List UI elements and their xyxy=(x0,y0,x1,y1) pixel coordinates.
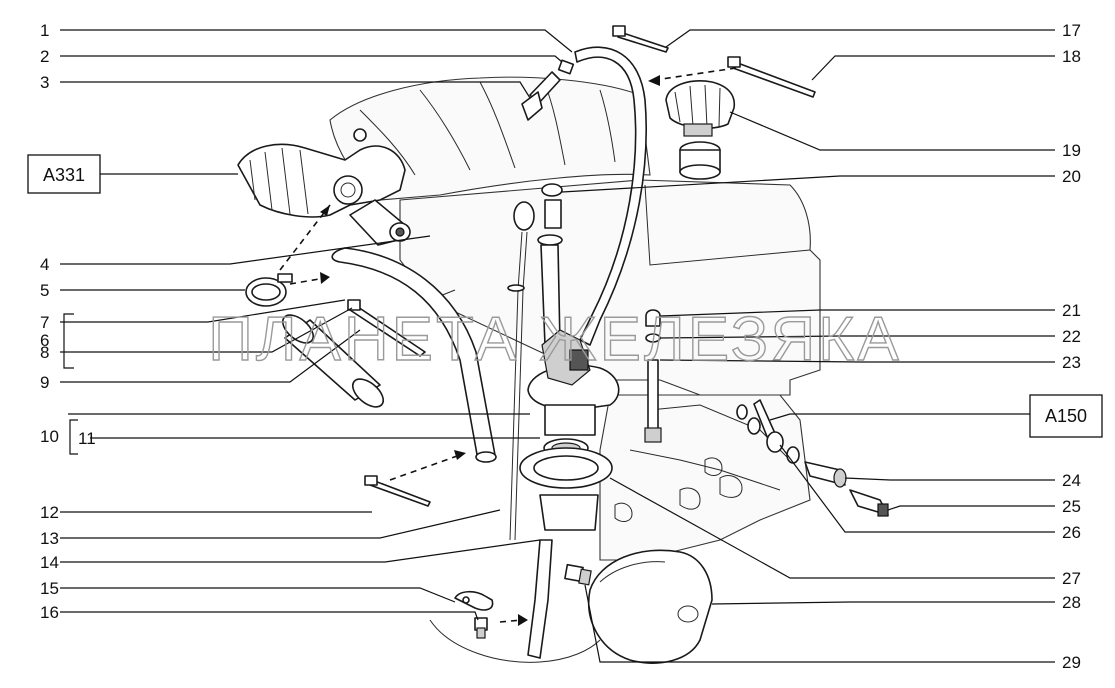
callout-11: 11 xyxy=(78,429,96,448)
cable-tie-top xyxy=(612,25,669,53)
vent-fitting xyxy=(521,71,561,121)
oil-pressure-sensor xyxy=(849,489,889,517)
dipstick xyxy=(507,201,535,541)
callout-29: 29 xyxy=(1062,653,1081,672)
callout-7: 7 xyxy=(40,313,49,332)
leader-lines xyxy=(60,29,1055,663)
hose-clamp xyxy=(245,273,293,307)
straight-hose xyxy=(281,314,385,408)
callout-28: 28 xyxy=(1062,593,1081,612)
callout-10: 10 xyxy=(40,427,59,446)
reference-box-a331: A331 xyxy=(27,154,101,194)
watermark-text: ПЛАНЕТА ЖЕЛЕЗЯКА xyxy=(208,305,901,374)
filler-neck xyxy=(679,141,721,180)
washer-b xyxy=(766,431,784,453)
callout-19: 19 xyxy=(1062,141,1081,160)
callout-2: 2 xyxy=(40,47,49,66)
callout-6: 6 xyxy=(40,331,49,350)
callout-27: 27 xyxy=(1062,569,1081,588)
filter-nipple xyxy=(564,563,592,586)
callout-1: 1 xyxy=(40,21,49,40)
callout-16: 16 xyxy=(40,603,59,622)
callout-13: 13 xyxy=(40,529,59,548)
callout-15: 15 xyxy=(40,579,59,598)
oil-filler-cap xyxy=(665,80,736,137)
breather-hose xyxy=(331,247,497,463)
reference-box-a150: A150 xyxy=(1029,394,1103,438)
callout-numbers-right: 17 18 19 20 21 22 23 24 25 26 27 28 29 xyxy=(1062,21,1081,672)
callout-3: 3 xyxy=(40,73,49,92)
callout-20: 20 xyxy=(1062,167,1081,186)
stud-cap xyxy=(645,309,661,327)
reference-label-a331: A331 xyxy=(43,165,85,185)
callout-14: 14 xyxy=(40,553,59,572)
filler-flange xyxy=(519,447,613,531)
air-intake-hose xyxy=(237,128,406,218)
callout-26: 26 xyxy=(1062,523,1081,542)
callout-22: 22 xyxy=(1062,327,1081,346)
oil-separator xyxy=(527,329,620,436)
mounting-bracket xyxy=(454,590,494,611)
oil-filter xyxy=(588,549,713,664)
washer-c xyxy=(786,446,800,464)
sensor-adapter xyxy=(804,461,847,488)
drain-hose xyxy=(527,539,553,659)
vent-tube xyxy=(574,46,647,346)
callout-17: 17 xyxy=(1062,21,1081,40)
vent-nipple xyxy=(349,199,411,246)
callout-9: 9 xyxy=(40,373,49,392)
assembly-arrows xyxy=(279,67,737,626)
callout-24: 24 xyxy=(1062,471,1081,490)
long-stud xyxy=(644,359,662,443)
callout-21: 21 xyxy=(1062,301,1081,320)
callout-8: 8 xyxy=(40,343,49,362)
callout-numbers-left: 1 2 3 4 5 6 7 8 9 10 11 12 13 14 15 16 xyxy=(40,21,96,622)
callout-4: 4 xyxy=(40,255,49,274)
small-cable-tie xyxy=(364,475,431,507)
oil-filler-tube xyxy=(537,183,563,346)
callout-12: 12 xyxy=(40,503,59,522)
callout-25: 25 xyxy=(1062,497,1081,516)
callout-18: 18 xyxy=(1062,47,1081,66)
cable-tie-long xyxy=(727,56,816,98)
callout-23: 23 xyxy=(1062,353,1081,372)
bracket-bolt xyxy=(474,617,488,639)
callout-5: 5 xyxy=(40,281,49,300)
washer-a xyxy=(747,417,761,435)
reference-label-a150: A150 xyxy=(1045,406,1087,426)
vent-fitting-top xyxy=(557,59,575,75)
